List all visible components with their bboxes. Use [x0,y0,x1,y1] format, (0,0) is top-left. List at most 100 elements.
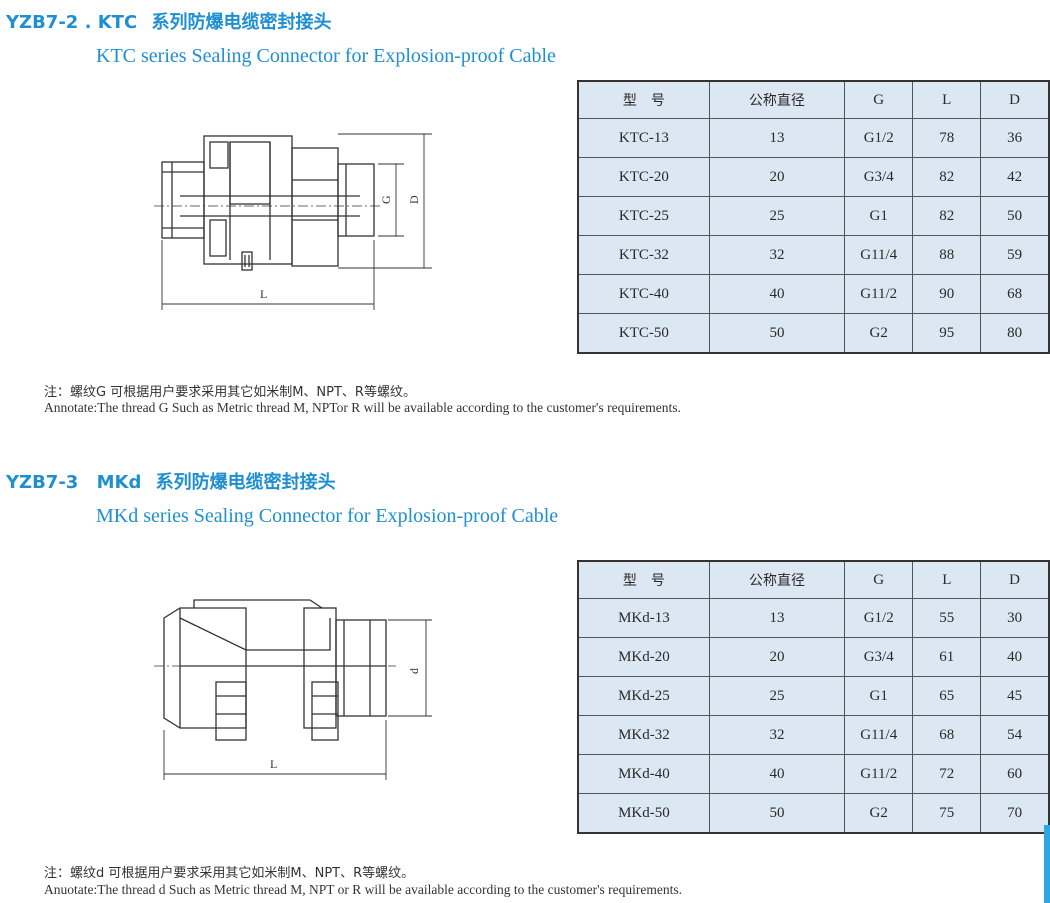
cell-g: G1/2 [844,598,914,638]
cell-g: G2 [844,793,914,834]
dim-label-g: G [379,195,393,204]
col-header-g: G [844,560,914,599]
title-code: YZB7-2 [6,12,79,33]
cell-d: 80 [980,313,1050,354]
title-model: KTC [97,12,138,33]
cell-model: MKd-13 [577,598,710,638]
table-row: KTC-25 25 G1 82 50 [577,196,1050,236]
cell-d: 36 [980,118,1050,158]
cell-d: 42 [980,157,1050,197]
cell-l: 82 [912,196,982,236]
cell-l: 90 [912,274,982,314]
cell-model: MKd-25 [577,676,710,716]
section-title-ktc: YZB7-2 . KTC 系列防爆电缆密封接头 [6,8,331,34]
col-header-model: 型 号 [577,560,710,599]
ktc-spec-table: 型 号 公称直径 G L D KTC-13 13 G1/2 78 36 KTC-… [577,80,1050,354]
cell-d: 60 [980,754,1050,794]
cell-d: 54 [980,715,1050,755]
table-row: KTC-32 32 G11/4 88 59 [577,235,1050,275]
cell-d: 59 [980,235,1050,275]
cell-d: 30 [980,598,1050,638]
cell-g: G1 [844,676,914,716]
table-row: KTC-40 40 G11/2 90 68 [577,274,1050,314]
cell-l: 55 [912,598,982,638]
cell-d: 70 [980,793,1050,834]
cell-g: G11/4 [844,715,914,755]
cell-nominal-diameter: 40 [708,274,846,314]
cell-nominal-diameter: 32 [708,235,846,275]
ktc-connector-drawing: G D L [154,133,432,310]
cell-g: G11/2 [844,754,914,794]
cell-model: MKd-32 [577,715,710,755]
cell-l: 65 [912,676,982,716]
table-header-row: 型 号 公称直径 G L D [577,80,1050,119]
col-header-d: D [980,560,1050,599]
cell-l: 95 [912,313,982,354]
dim-label-l: L [260,287,267,301]
table-row: MKd-25 25 G1 65 45 [577,676,1050,716]
cell-g: G3/4 [844,637,914,677]
col-header-l: L [912,80,982,119]
note-en-mkd: Anuotate:The thread d Such as Metric thr… [44,882,683,897]
cell-nominal-diameter: 20 [708,157,846,197]
title-sep: . [84,12,92,33]
cell-nominal-diameter: 50 [708,793,846,834]
table-row: MKd-13 13 G1/2 55 30 [577,598,1050,638]
cell-l: 82 [912,157,982,197]
cell-l: 72 [912,754,982,794]
cell-nominal-diameter: 50 [708,313,846,354]
title-cn: 系列防爆电缆密封接头 [151,12,332,33]
page-edge-bar [1044,825,1050,903]
cell-g: G3/4 [844,157,914,197]
cell-g: G2 [844,313,914,354]
table-row: KTC-50 50 G2 95 80 [577,313,1050,354]
table-row: KTC-20 20 G3/4 82 42 [577,157,1050,197]
cell-nominal-diameter: 20 [708,637,846,677]
dim-label-d: d [407,668,421,674]
table-header-row: 型 号 公称直径 G L D [577,560,1050,599]
cell-model: KTC-25 [577,196,710,236]
cell-nominal-diameter: 13 [708,118,846,158]
cell-model: KTC-32 [577,235,710,275]
dim-label-d: D [407,195,421,204]
cell-model: MKd-50 [577,793,710,834]
cell-d: 68 [980,274,1050,314]
table-row: MKd-40 40 G11/2 72 60 [577,754,1050,794]
section-title-mkd: YZB7-3 MKd 系列防爆电缆密封接头 [6,468,336,494]
col-header-model: 型 号 [577,80,710,119]
cell-model: KTC-20 [577,157,710,197]
cell-nominal-diameter: 13 [708,598,846,638]
cell-model: MKd-20 [577,637,710,677]
section-subtitle-ktc: KTC series Sealing Connector for Explosi… [96,45,556,67]
note-cn-ktc: 注：螺纹G 可根据用户要求采用其它如米制M、NPT、R等螺纹。 [44,385,416,400]
cell-l: 61 [912,637,982,677]
col-header-d: D [980,80,1050,119]
cell-model: KTC-13 [577,118,710,158]
col-header-nominal-diameter: 公称直径 [708,80,846,119]
cell-l: 88 [912,235,982,275]
col-header-l: L [912,560,982,599]
note-en-ktc: Annotate:The thread G Such as Metric thr… [44,400,681,415]
table-row: KTC-13 13 G1/2 78 36 [577,118,1050,158]
table-row: MKd-32 32 G11/4 68 54 [577,715,1050,755]
section-subtitle-mkd: MKd series Sealing Connector for Explosi… [96,505,559,527]
col-header-nominal-diameter: 公称直径 [708,560,846,599]
mkd-connector-drawing: d L [154,599,432,780]
cell-g: G1 [844,196,914,236]
cell-d: 45 [980,676,1050,716]
col-header-g: G [844,80,914,119]
cell-l: 78 [912,118,982,158]
table-row: MKd-20 20 G3/4 61 40 [577,637,1050,677]
cell-model: KTC-40 [577,274,710,314]
cell-g: G11/2 [844,274,914,314]
cell-nominal-diameter: 32 [708,715,846,755]
cell-nominal-diameter: 40 [708,754,846,794]
cell-d: 50 [980,196,1050,236]
title-cn: 系列防爆电缆密封接头 [155,472,336,493]
table-row: MKd-50 50 G2 75 70 [577,793,1050,834]
note-cn-mkd: 注：螺纹d 可根据用户要求采用其它如米制M、NPT、R等螺纹。 [44,866,415,881]
cell-model: MKd-40 [577,754,710,794]
cell-nominal-diameter: 25 [708,196,846,236]
cell-l: 68 [912,715,982,755]
title-code: YZB7-3 [6,472,79,493]
